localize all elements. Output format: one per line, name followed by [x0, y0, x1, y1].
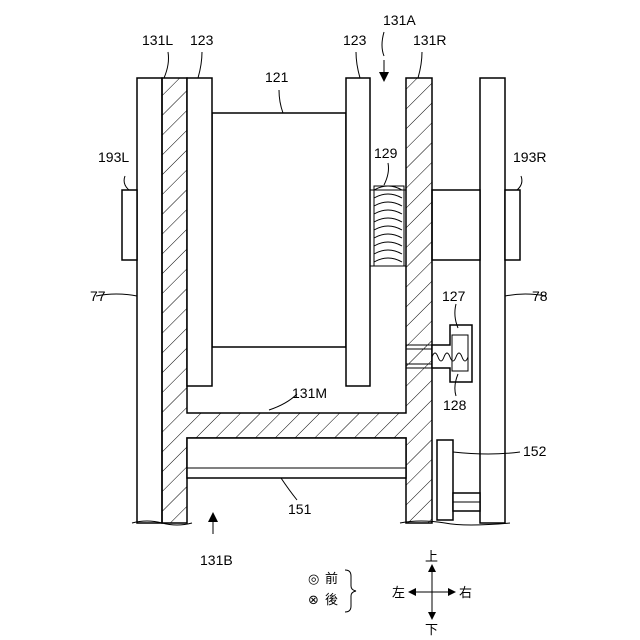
- label-193R: 193R: [513, 149, 546, 165]
- shaft-stub-193L: [122, 190, 137, 260]
- flange-123-left: [187, 78, 212, 386]
- side-plate-78: [480, 78, 505, 523]
- break-line: [132, 521, 510, 525]
- shaft-193R-body: [432, 190, 480, 260]
- front-symbol: ◎: [308, 572, 319, 587]
- direction-compass: 上 下 左 右: [392, 550, 472, 638]
- side-plate-77: [137, 78, 162, 523]
- direction-up: 上: [425, 550, 438, 565]
- shaft-stub-193R: [505, 190, 520, 260]
- label-129: 129: [374, 145, 398, 161]
- shaft-151: [187, 438, 406, 478]
- label-193L: 193L: [98, 149, 129, 165]
- label-152: 152: [523, 443, 547, 459]
- direction-left: 左: [392, 586, 405, 601]
- label-128: 128: [443, 397, 467, 413]
- label-127: 127: [442, 288, 466, 304]
- label-131A: 131A: [383, 12, 416, 28]
- label-131L: 131L: [142, 32, 173, 48]
- label-131B: 131B: [200, 552, 233, 568]
- flange-123-right: [346, 78, 370, 386]
- label-131R: 131R: [413, 32, 446, 48]
- drum-121: [212, 113, 346, 347]
- back-label: 後: [325, 593, 338, 608]
- label-123-left: 123: [190, 32, 214, 48]
- label-131M: 131M: [292, 385, 327, 401]
- arrow-131A: [379, 72, 389, 82]
- direction-right: 右: [459, 586, 472, 601]
- front-label: 前: [325, 571, 338, 587]
- back-symbol: ⊗: [308, 593, 319, 608]
- label-77: 77: [90, 288, 106, 304]
- label-151: 151: [288, 501, 312, 517]
- gear-152: [437, 440, 480, 520]
- view-legend: ◎ 前 ⊗ 後: [308, 570, 356, 612]
- arrow-131B: [208, 512, 218, 522]
- spring-129: [370, 186, 406, 266]
- label-78: 78: [532, 288, 548, 304]
- direction-down: 下: [425, 623, 438, 638]
- label-123-right: 123: [343, 32, 367, 48]
- label-121: 121: [265, 69, 289, 85]
- legend-brace: [345, 570, 356, 612]
